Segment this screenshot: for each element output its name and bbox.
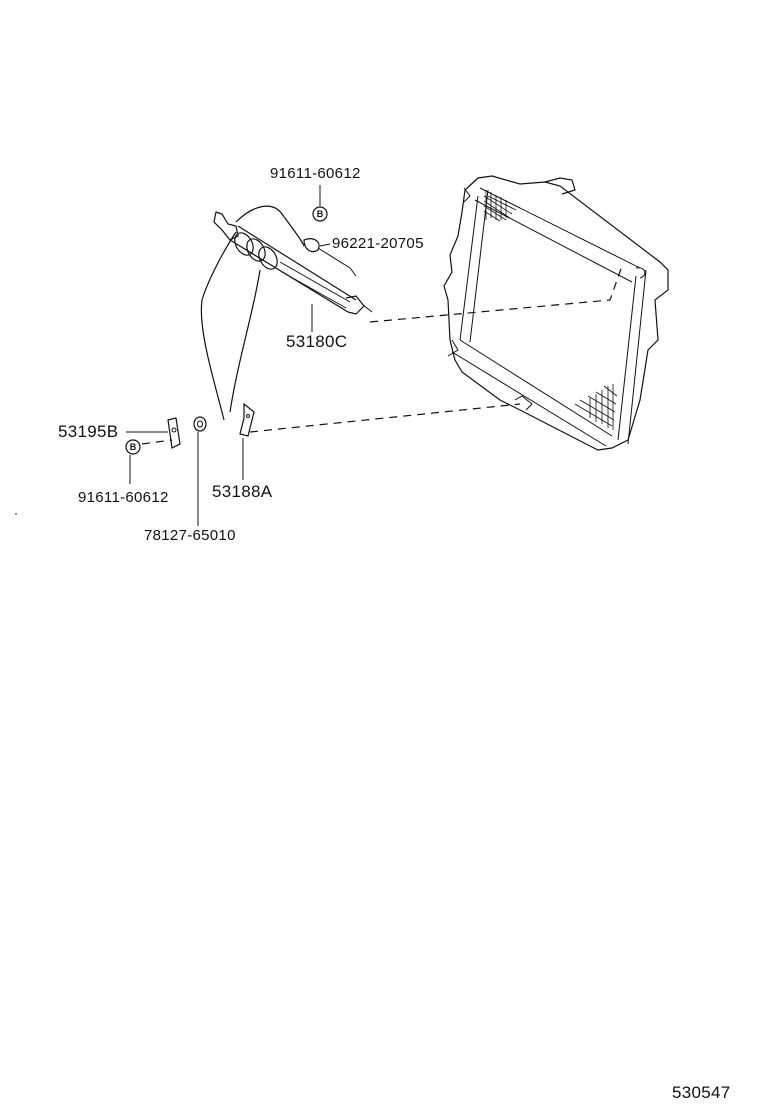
- part-label-bracket: 53188A: [212, 482, 273, 501]
- grommet-icon: [193, 416, 207, 432]
- figure-id: 530547: [672, 1083, 731, 1102]
- leader-lines: [126, 185, 331, 526]
- part-label-hose-clamp: 96221-20705: [332, 235, 424, 252]
- reservoir-tank-icon: [200, 205, 373, 421]
- svg-text:B: B: [130, 442, 137, 452]
- stray-mark: [15, 513, 17, 515]
- part-label-bolt-bottom: 91611-60612: [78, 489, 169, 506]
- bolt-top-icon: B: [312, 206, 328, 222]
- support-bracket-icon: [167, 417, 181, 449]
- svg-text:B: B: [317, 209, 324, 219]
- bracket-connection-line: [141, 439, 173, 445]
- radiator-icon: [443, 175, 669, 451]
- reservoir-connection-line: [369, 265, 623, 323]
- bracket-a-icon: [239, 402, 255, 437]
- bolt-bottom-icon: B: [125, 439, 141, 455]
- part-label-support-left: 53195B: [58, 422, 119, 441]
- bracket-connection-line-2: [249, 403, 521, 433]
- part-label-reservoir: 53180C: [286, 332, 348, 351]
- part-label-grommet: 78127-65010: [144, 527, 236, 544]
- part-label-bolt-top: 91611-60612: [270, 165, 361, 182]
